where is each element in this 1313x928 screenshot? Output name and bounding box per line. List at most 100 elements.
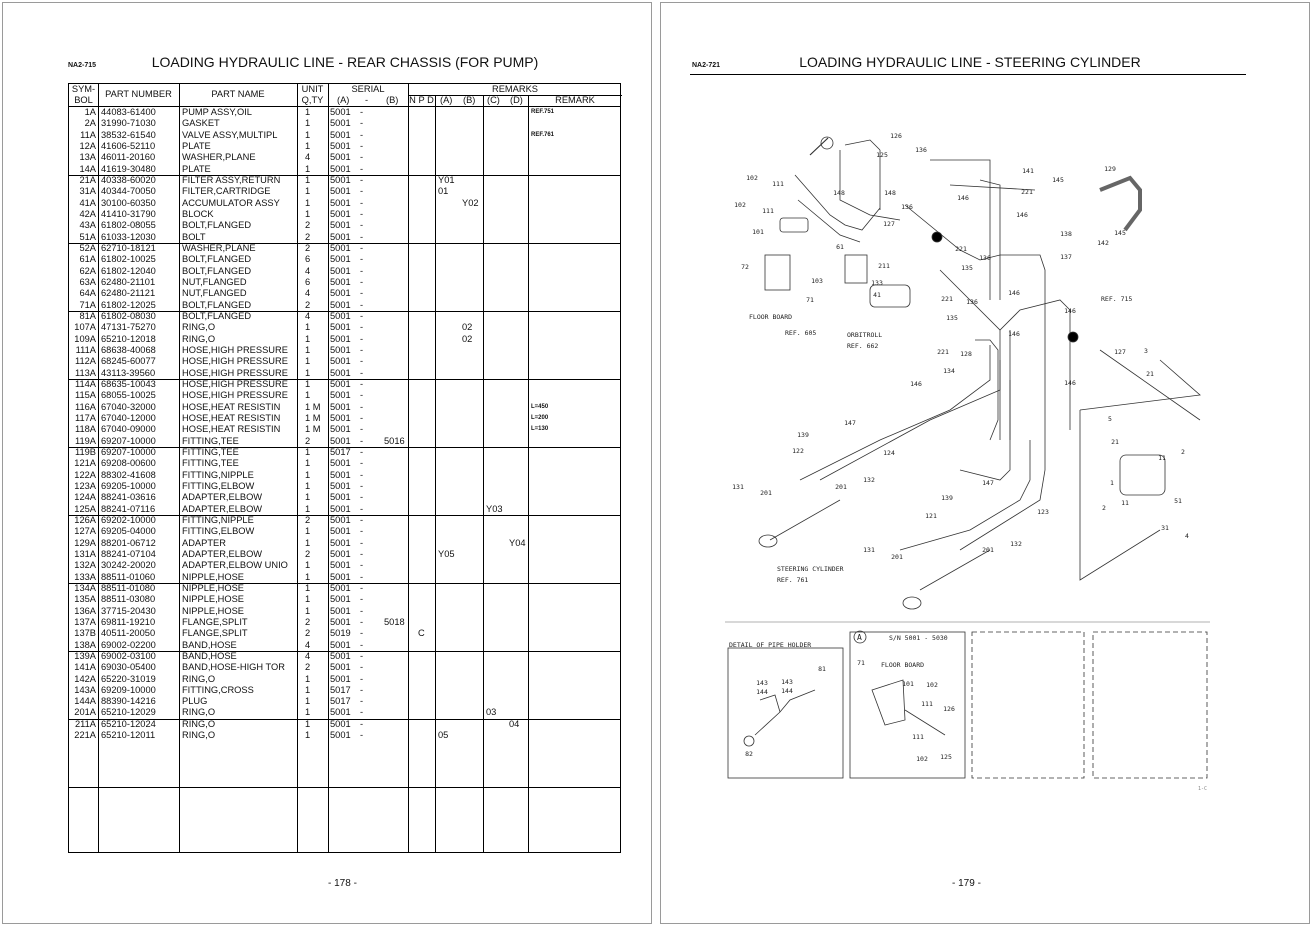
callout-number: 61 (836, 243, 844, 251)
cell-sd: - (360, 276, 364, 287)
cell-pn: 69811-19210 (101, 616, 156, 627)
cell-sd: - (360, 730, 364, 741)
cell-pn: 40344-70050 (101, 186, 156, 197)
cell-name: BOLT (182, 231, 206, 242)
cell-name: NUT,FLANGED (182, 288, 247, 299)
callout-number: 137 (1060, 253, 1072, 261)
cell-qty: 1 (305, 322, 311, 333)
cell-sym: 136A (74, 605, 96, 616)
cell-qty: 1 (305, 707, 311, 718)
cell-sym: 109A (74, 333, 96, 344)
callout-number: 126 (890, 132, 902, 140)
callout-number: 221 (955, 245, 967, 253)
cell-pn: 41619-30480 (101, 163, 156, 174)
cell-name: FITTING,CROSS (182, 684, 254, 695)
callout-number: 131 (863, 546, 875, 554)
cell-sa: 5001 (330, 254, 351, 265)
cell-qty: 1 (305, 118, 311, 129)
cell-sa: 5001 (330, 514, 351, 525)
cell-sa: 5001 (330, 594, 351, 605)
cell-sym: 119B (74, 446, 96, 457)
cell-sa: 5001 (330, 129, 351, 140)
cell-qty: 1 (305, 208, 311, 219)
cell-name: NIPPLE,HOSE (182, 582, 245, 593)
cell-sym: 13A (79, 152, 96, 163)
cell-sym: 43A (79, 220, 96, 231)
cell-sa: 5001 (330, 673, 351, 684)
cell-name: RING,O (182, 730, 216, 741)
cell-qty: 1 (305, 378, 311, 389)
cell-sym: 117A (74, 412, 96, 423)
cell-pn: 62710-18121 (101, 242, 156, 253)
cell-qty: 1 (305, 356, 311, 367)
cell-sym: 63A (79, 276, 96, 287)
cell-name: FITTING,TEE (182, 446, 239, 457)
cell-d: 04 (509, 718, 520, 729)
cell-sd: - (360, 356, 364, 367)
callout-number: 21 (1146, 370, 1154, 378)
cell-sd: - (360, 582, 364, 593)
cell-name: FITTING,NIPPLE (182, 469, 254, 480)
cell-sym: 107A (74, 322, 96, 333)
cell-sym: 21A (79, 174, 96, 185)
header-part-name: PART NAME (211, 89, 265, 99)
cell-sa: 5001 (330, 140, 351, 151)
cell-qty: 1 (305, 526, 311, 537)
cell-sd: - (360, 469, 364, 480)
cell-sa: 5001 (330, 276, 351, 287)
cell-sym: 122A (74, 469, 96, 480)
callout-number: 127 (883, 220, 895, 228)
cell-sym: 1A (84, 107, 96, 117)
cell-sym: 141A (74, 662, 96, 673)
cell-name: ACCUMULATOR ASSY (182, 197, 280, 208)
cell-sd: - (360, 650, 364, 661)
callout-number: 103 (811, 277, 823, 285)
cell-sym: 114A (74, 378, 96, 389)
label-steering-cylinder: STEERING CYLINDER (777, 565, 844, 573)
cell-name: HOSE,HEAT RESISTIN (182, 401, 281, 412)
cell-name: FLANGE,SPLIT (182, 628, 248, 639)
cell-sd: - (360, 107, 364, 117)
cell-qty: 4 (305, 650, 311, 661)
cell-name: FITTING,TEE (182, 458, 239, 469)
cell-pn: 38532-61540 (101, 129, 156, 140)
cell-name: HOSE,HIGH PRESSURE (182, 356, 288, 367)
cell-sym: 131A (74, 548, 96, 559)
cell-qty: 1 (305, 446, 311, 457)
cell-sd: - (360, 514, 364, 525)
label-ref-715: REF. 715 (1101, 295, 1133, 303)
cell-pn: 65220-31019 (101, 673, 156, 684)
cell-sd: - (360, 673, 364, 684)
cell-sd: - (360, 662, 364, 673)
cell-sd: - (360, 220, 364, 231)
cell-qty: 1 (305, 503, 311, 514)
cell-sd: - (360, 163, 364, 174)
cell-name: ADAPTER,ELBOW (182, 548, 263, 559)
callout-number: 128 (960, 350, 972, 358)
cell-sa: 5001 (330, 288, 351, 299)
cell-sym: 137B (74, 628, 96, 639)
cell-qty: 2 (305, 231, 311, 242)
cell-qty: 4 (305, 288, 311, 299)
header-serial-a: (A) (337, 95, 350, 105)
callout-number: 121 (925, 512, 937, 520)
cell-pn: 40338-60020 (101, 174, 156, 185)
cell-remark: REF.751 (531, 109, 555, 115)
cell-sym: 127A (74, 526, 96, 537)
cell-name: NIPPLE,HOSE (182, 571, 245, 582)
cell-qty: 6 (305, 254, 311, 265)
column-divider (528, 95, 529, 852)
